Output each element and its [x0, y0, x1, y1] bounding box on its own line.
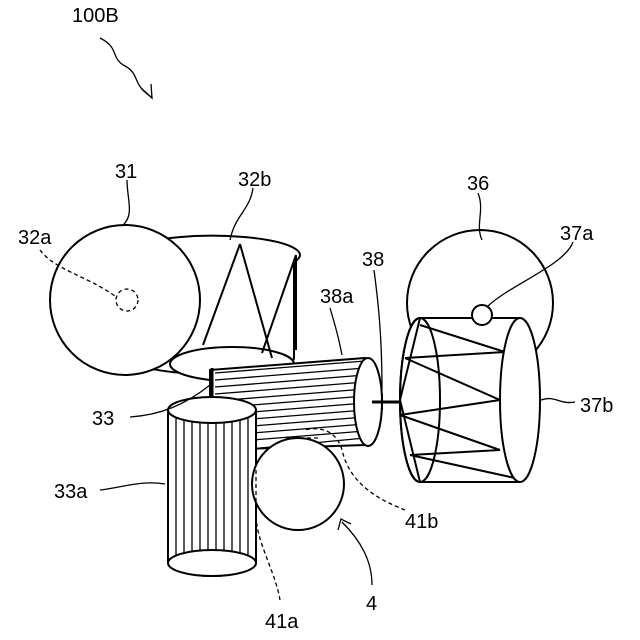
reference-arrow: [100, 38, 150, 96]
leader-31: [122, 180, 129, 226]
label-38a: 38a: [320, 286, 354, 308]
label-37b: 37b: [580, 395, 613, 417]
reference-arrowhead: [141, 84, 152, 98]
leader-33a: [100, 483, 165, 490]
label-4: 4: [366, 593, 377, 615]
figure-reference-label: 100B: [72, 5, 119, 27]
label-33a: 33a: [54, 481, 88, 503]
disk-31: [50, 225, 200, 375]
label-37a: 37a: [560, 223, 594, 245]
label-31: 31: [115, 161, 137, 183]
label-32a: 32a: [18, 227, 52, 249]
drum-37b: [400, 318, 540, 482]
circle-4: [252, 438, 344, 530]
pin-37a: [472, 305, 492, 325]
label-38: 38: [362, 249, 384, 271]
leader-38a: [330, 308, 342, 355]
label-32b: 32b: [238, 169, 271, 191]
ribbed-cylinder-33a: [168, 397, 256, 576]
label-41b: 41b: [405, 511, 438, 533]
label-36: 36: [467, 173, 489, 195]
leader-32b: [230, 188, 253, 240]
leader-4: [342, 522, 372, 585]
label-33: 33: [92, 408, 114, 430]
leader-37b: [541, 399, 575, 403]
label-41a: 41a: [265, 611, 299, 633]
